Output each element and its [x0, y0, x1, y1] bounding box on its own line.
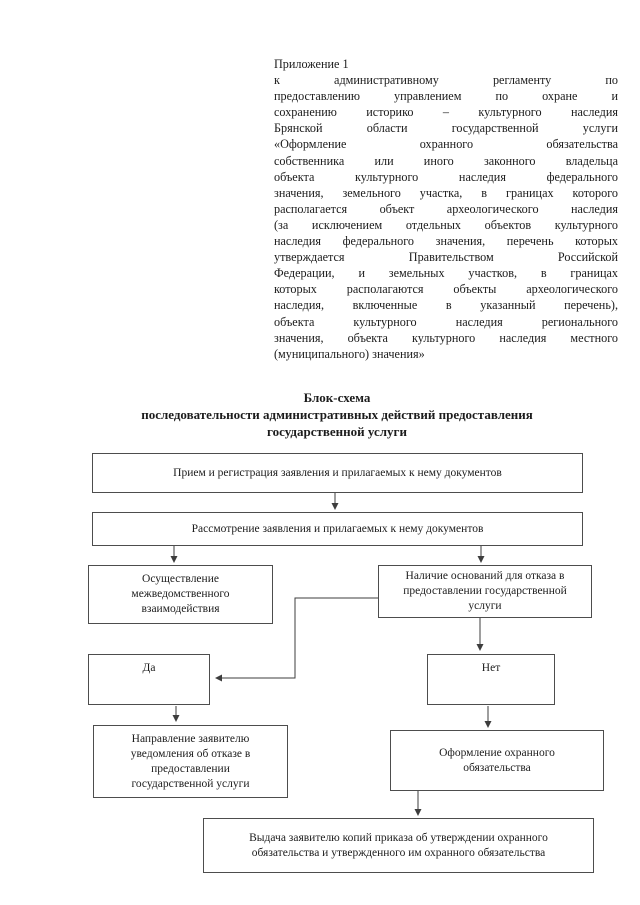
appendix-line: Федерации, и земельных участков, в грани…	[274, 266, 618, 281]
title-line-2: последовательности административных дейс…	[141, 407, 533, 422]
arrow-grounds-to-no	[476, 618, 484, 651]
appendix-line: располагается объект археологического на…	[274, 201, 618, 216]
arrow-review-to-interagency	[170, 546, 178, 563]
appendix-line: наследия, включенные в указанный перечен…	[274, 298, 618, 313]
appendix-line: значения, объекта культурного наследия м…	[274, 330, 618, 345]
appendix-line: объекта культурного наследия регионально…	[274, 314, 618, 329]
appendix-line: (муниципального) значения»	[274, 346, 425, 361]
arrow-obligation-to-issue	[414, 791, 422, 816]
flow-box-interagency-cooperation: Осуществление межведомственного взаимоде…	[88, 565, 273, 624]
appendix-line: (за исключением отдельных объектов культ…	[274, 217, 618, 232]
appendix-line: предоставлению управлением по охране и	[274, 89, 618, 104]
title-line-3: государственной услуги	[267, 424, 407, 439]
flowchart-title: Блок-схема последовательности администра…	[67, 389, 607, 440]
appendix-line: к административному регламенту по	[274, 73, 618, 88]
appendix-line: которых располагаются объекты археологич…	[274, 282, 618, 297]
flow-box-receive-register: Прием и регистрация заявления и прилагае…	[92, 453, 583, 493]
appendix-line: объекта культурного наследия федеральног…	[274, 169, 618, 184]
appendix-line: сохранению историко – культурного наслед…	[274, 105, 618, 120]
arrow-review-to-grounds	[477, 546, 485, 563]
appendix-header: Приложение 1 к административному регламен…	[274, 56, 618, 362]
flow-box-refusal-notice: Направление заявителю уведомления об отк…	[93, 725, 288, 798]
flow-box-yes: Да	[88, 654, 210, 705]
appendix-line: Приложение 1	[274, 57, 349, 71]
flow-box-protection-obligation: Оформление охранного обязательства	[390, 730, 604, 791]
flow-box-issue-copies: Выдача заявителю копий приказа об утверж…	[203, 818, 594, 873]
arrow-no-to-obligation	[484, 706, 492, 728]
appendix-line: собственника или иного законного владель…	[274, 153, 618, 168]
title-line-1: Блок-схема	[303, 390, 371, 405]
appendix-line: «Оформление охранного обязательства	[274, 137, 618, 152]
arrow-receive-to-review	[331, 493, 339, 510]
flow-box-refusal-grounds: Наличие оснований для отказа в предостав…	[378, 565, 592, 618]
appendix-line: значения, земельного участка, в границах…	[274, 185, 618, 200]
appendix-line: Брянской области государственной услуги	[274, 121, 618, 136]
flow-box-no: Нет	[427, 654, 555, 705]
flow-box-review-application: Рассмотрение заявления и прилагаемых к н…	[92, 512, 583, 546]
appendix-line: наследия федерального значения, перечень…	[274, 234, 618, 249]
arrow-yes-to-refusal	[172, 706, 180, 722]
appendix-line: утверждается Правительством Российской	[274, 250, 618, 265]
